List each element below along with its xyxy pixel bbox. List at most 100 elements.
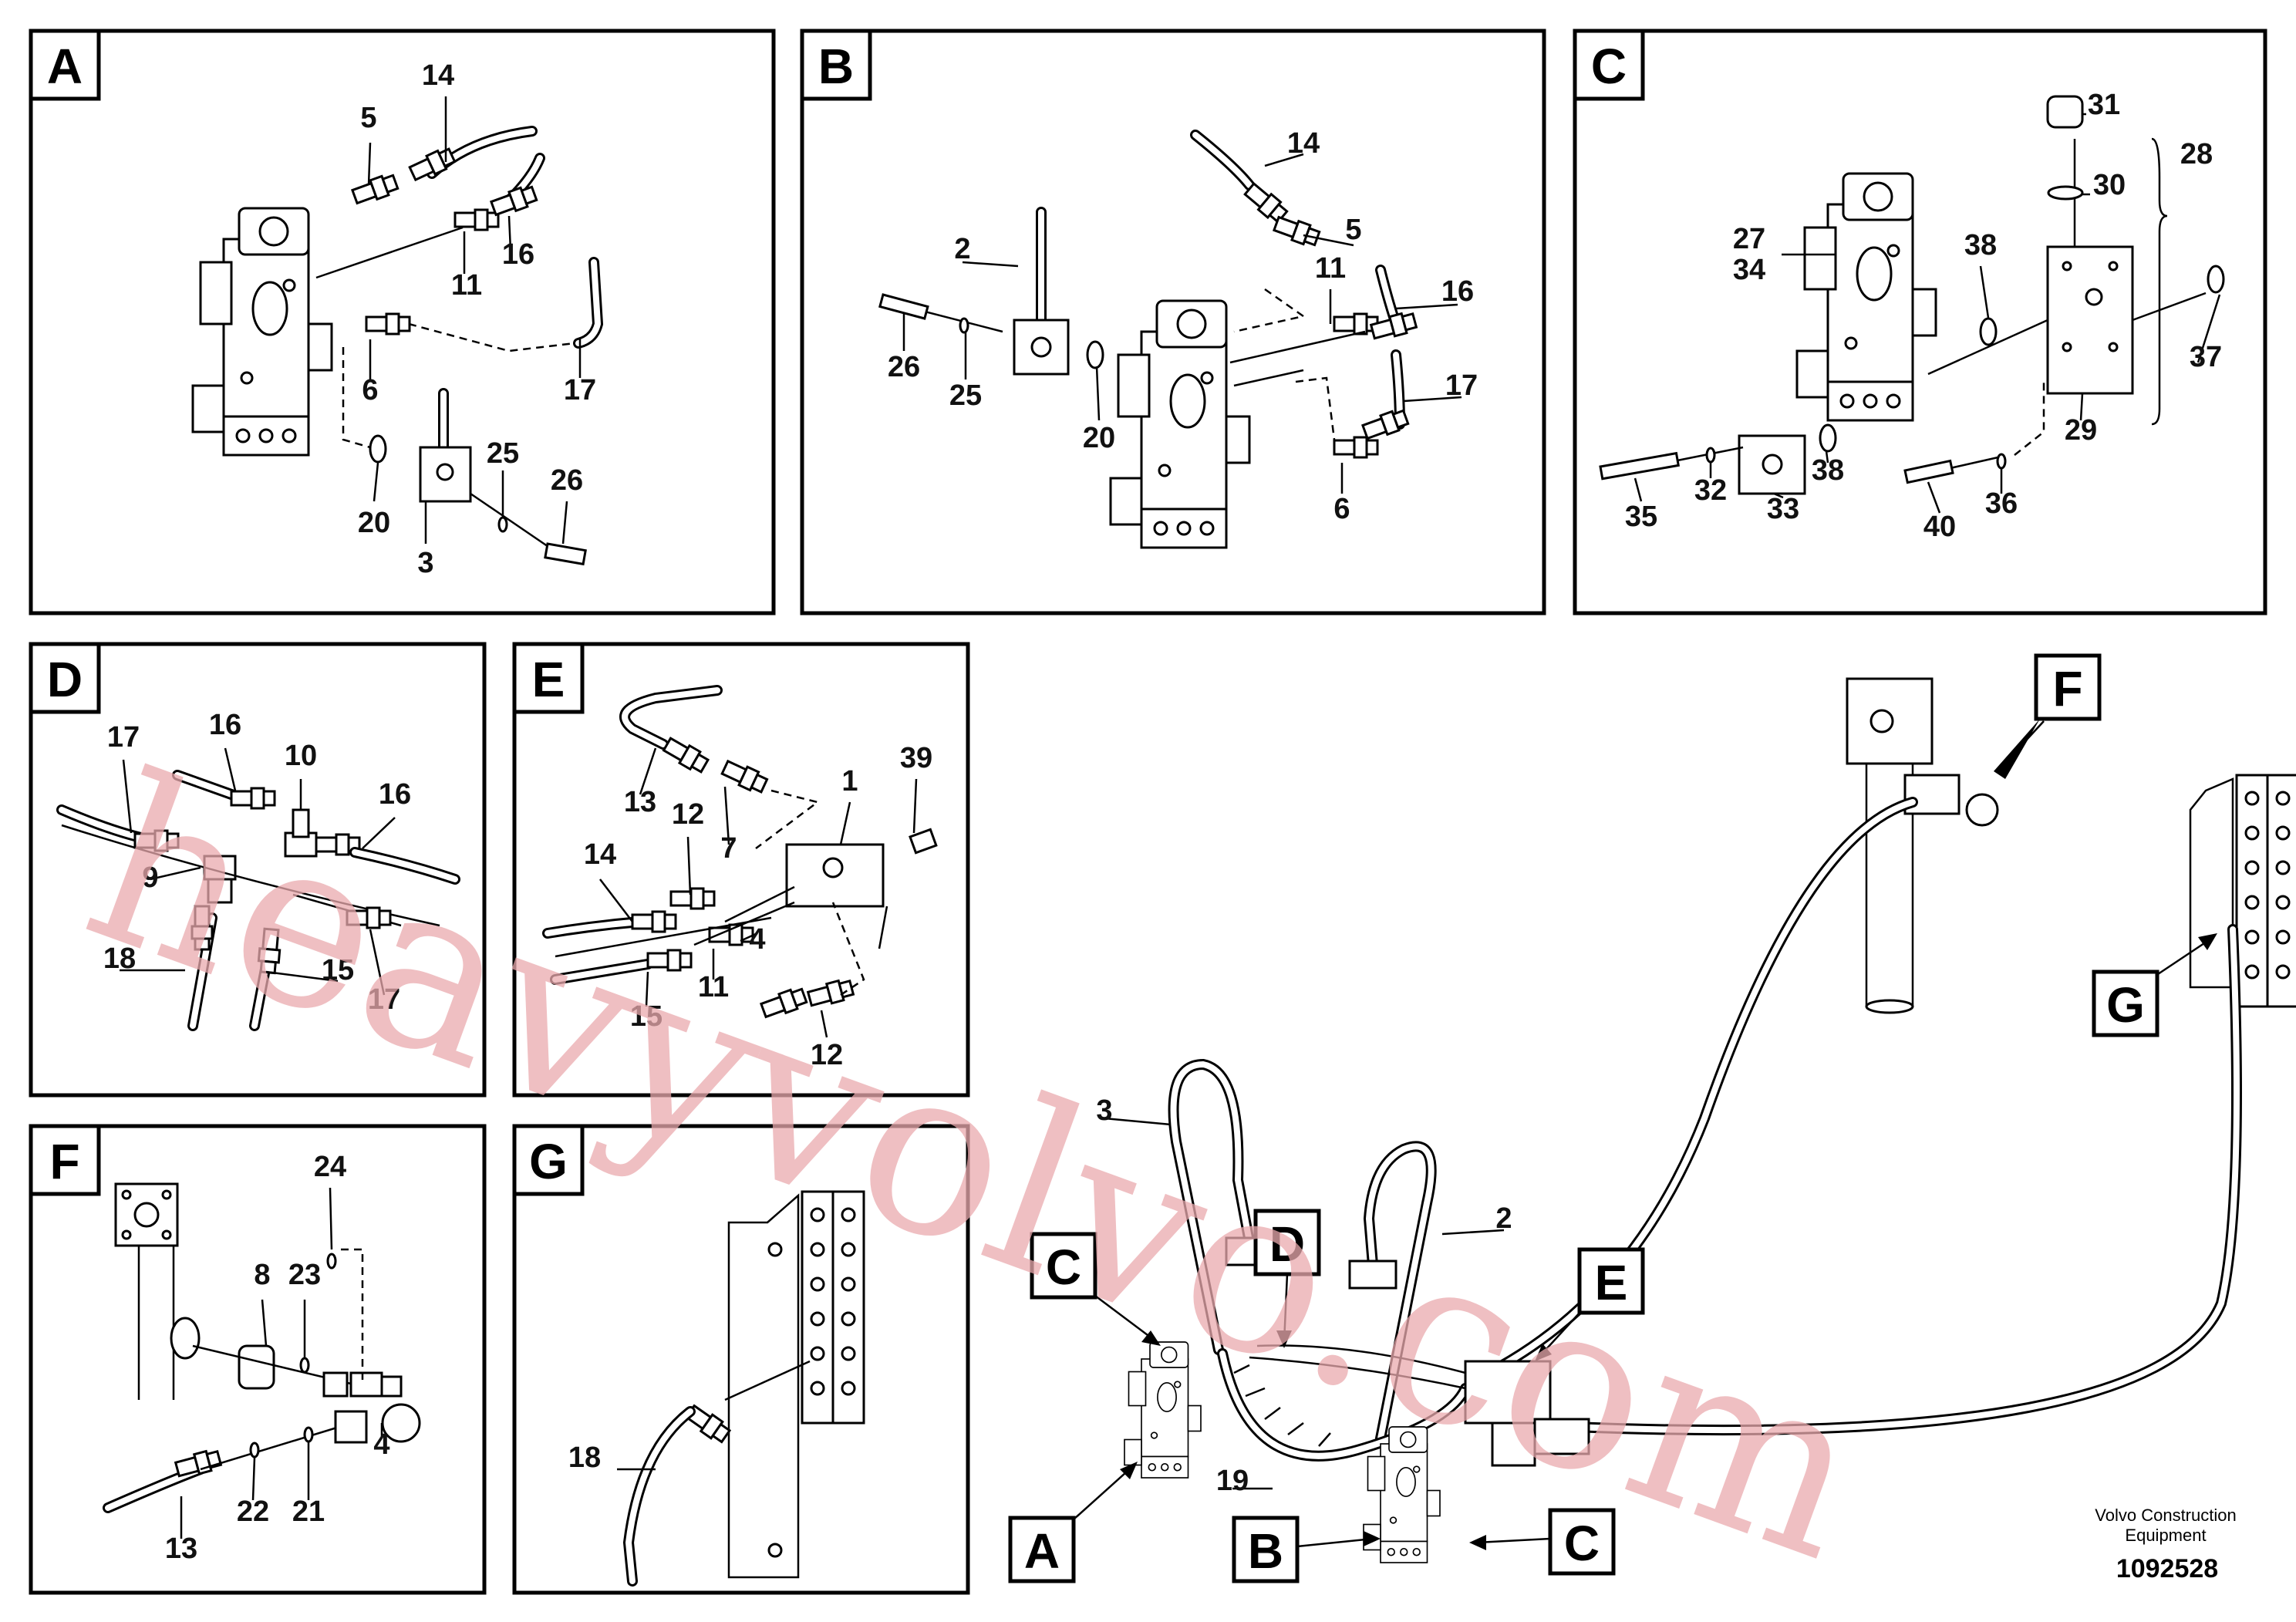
- panel-g-frame: [512, 1124, 970, 1595]
- callout-panel-b: 6: [1333, 493, 1350, 525]
- callout-panel-d: 10: [285, 740, 317, 772]
- panel-f-tag: F: [29, 1124, 101, 1196]
- svg-text:F: F: [2052, 661, 2082, 717]
- callout-overview: 19: [1216, 1465, 1249, 1497]
- svg-text:E: E: [1595, 1255, 1628, 1310]
- callout-panel-e: 12: [811, 1039, 843, 1071]
- callout-panel-d: 9: [142, 862, 158, 894]
- callout-panel-a: 16: [502, 238, 534, 271]
- callout-panel-b: 2: [954, 233, 970, 265]
- callout-panel-e: 7: [720, 832, 737, 865]
- callout-panel-c: 34: [1733, 254, 1765, 286]
- overview-flag-e: E: [1535, 1247, 1645, 1361]
- callout-panel-d: 15: [322, 954, 354, 986]
- callout-panel-c: 36: [1985, 487, 2018, 520]
- callout-panel-f: 8: [254, 1259, 270, 1291]
- callout-panel-e: 1: [841, 765, 858, 798]
- panel-g-tag: G: [512, 1124, 585, 1196]
- svg-text:C: C: [1564, 1516, 1600, 1571]
- svg-text:E: E: [532, 652, 565, 707]
- panel-c-tag: C: [1573, 29, 1645, 101]
- callout-panel-c: 37: [2190, 341, 2222, 373]
- callout-panel-b: 11: [1315, 252, 1346, 285]
- panel-e-art: [542, 685, 938, 1038]
- panel-a-frame: [29, 29, 776, 615]
- overview-flag-g: G: [2092, 933, 2217, 1037]
- callout-panel-c: 33: [1767, 493, 1799, 525]
- svg-text:G: G: [529, 1134, 568, 1189]
- overview-flag-f: F: [1994, 653, 2102, 779]
- callout-panel-c: 38: [1812, 454, 1844, 487]
- callout-panel-a: 3: [417, 547, 433, 579]
- credit-line-2: Equipment: [2125, 1526, 2206, 1545]
- callout-panel-a: 6: [362, 374, 378, 406]
- overview-flag-c-bottom: C: [1469, 1508, 1616, 1576]
- overview-flag-a: A: [1008, 1462, 1138, 1583]
- panel-g-art: [617, 1190, 865, 1587]
- callout-panel-f: 23: [288, 1259, 321, 1291]
- panel-d-frame: [29, 642, 487, 1098]
- callout-panel-e: 14: [584, 838, 616, 871]
- panel-e-tag: E: [512, 642, 585, 714]
- callout-panel-a: 5: [360, 102, 376, 134]
- callout-panel-d: 17: [107, 721, 140, 754]
- callout-panel-b: 17: [1445, 369, 1478, 402]
- callout-panel-b: 5: [1345, 214, 1361, 246]
- callout-panel-c: 40: [1923, 511, 1956, 543]
- credit-line-1: Volvo Construction: [2095, 1506, 2236, 1525]
- callout-panel-b: 16: [1441, 275, 1474, 308]
- callout-panel-g: 18: [568, 1442, 601, 1474]
- panel-d-art: [56, 747, 460, 1031]
- callout-panel-b: 25: [949, 379, 982, 412]
- callout-panel-d: 16: [209, 709, 241, 741]
- callout-panel-c: 30: [2093, 169, 2126, 201]
- callout-panel-d: 18: [103, 943, 136, 975]
- callout-panel-c: 27: [1733, 223, 1765, 255]
- svg-text:D: D: [47, 652, 83, 707]
- callout-panel-b: 14: [1287, 127, 1320, 160]
- callout-panel-c: 29: [2065, 414, 2097, 447]
- panel-d-tag: D: [29, 642, 101, 714]
- callout-panel-f: 13: [165, 1533, 197, 1565]
- callout-panel-e: 12: [672, 798, 704, 831]
- callout-panel-c: 38: [1964, 229, 1997, 261]
- svg-text:C: C: [1046, 1239, 1081, 1295]
- callout-panel-a: 17: [564, 374, 596, 406]
- callout-panel-a: 11: [451, 269, 482, 302]
- callout-panel-f: 22: [237, 1496, 269, 1528]
- panel-b-frame: [800, 29, 1546, 615]
- svg-text:D: D: [1269, 1216, 1305, 1272]
- document-number: 1092528: [2116, 1554, 2218, 1583]
- svg-text:C: C: [1591, 39, 1627, 94]
- panel-f-frame: [29, 1124, 487, 1595]
- svg-text:A: A: [1024, 1523, 1060, 1579]
- callout-panel-c: 31: [2088, 89, 2120, 121]
- overview-flag-c-top: C: [1030, 1232, 1161, 1346]
- panel-c-frame: [1573, 29, 2267, 615]
- overview-flag-d: D: [1253, 1209, 1321, 1348]
- callout-panel-e: 4: [749, 923, 765, 956]
- callout-panel-e: 13: [624, 786, 656, 818]
- callout-panel-e: 15: [630, 1000, 663, 1033]
- svg-text:B: B: [818, 39, 854, 94]
- panel-f-art: [103, 1182, 421, 1539]
- callout-panel-f: 4: [373, 1428, 389, 1461]
- callout-panel-b: 26: [888, 351, 920, 383]
- overview-flag-b: B: [1232, 1516, 1381, 1583]
- callout-panel-e: 39: [900, 742, 932, 774]
- svg-text:F: F: [49, 1134, 79, 1189]
- callout-panel-d: 17: [368, 983, 400, 1016]
- callout-panel-c: 35: [1625, 501, 1657, 533]
- callout-panel-f: 24: [314, 1151, 346, 1183]
- callout-panel-a: 25: [487, 437, 519, 470]
- callout-overview: 2: [1495, 1202, 1512, 1235]
- callout-panel-a: 20: [358, 507, 390, 539]
- callout-panel-e: 11: [698, 971, 729, 1003]
- callout-panel-d: 16: [379, 778, 411, 811]
- panel-a-art: [191, 96, 604, 566]
- svg-text:B: B: [1248, 1523, 1283, 1579]
- svg-text:G: G: [2106, 977, 2145, 1033]
- callout-panel-b: 20: [1083, 422, 1115, 454]
